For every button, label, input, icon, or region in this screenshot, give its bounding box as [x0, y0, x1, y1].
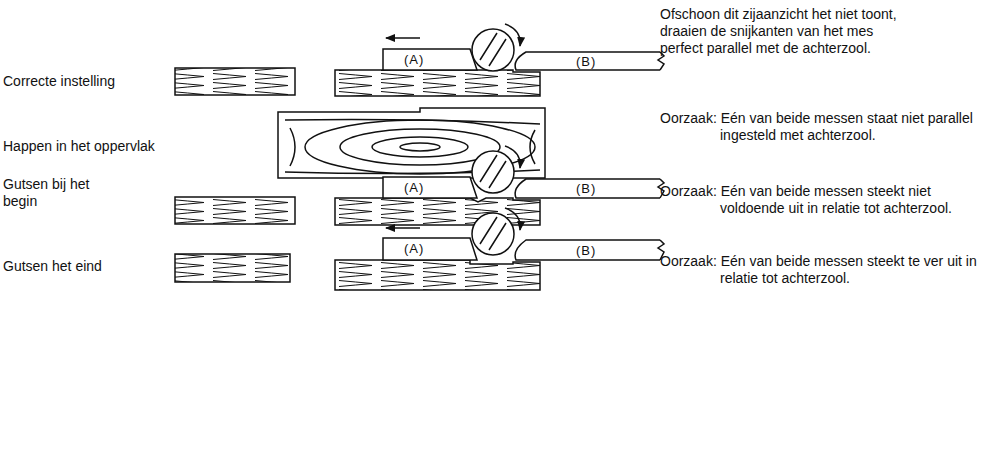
row-label: Happen in het oppervlak [3, 138, 268, 155]
table-callout: (A) [404, 180, 424, 195]
cause-note: Oorzaak: Eén van beide messen steekt nie… [660, 183, 990, 217]
row-label: Correcte instelling [3, 73, 173, 90]
row-label: Gutsen bij het begin [3, 176, 118, 210]
table-callout: (A) [404, 241, 424, 256]
table-callout: (B) [576, 243, 596, 258]
row-label: Gutsen het eind [3, 258, 173, 275]
table-callout: (A) [404, 52, 424, 67]
table-callout: (B) [576, 54, 596, 69]
cause-note: Oorzaak: Eén van beide messen steekt te … [660, 253, 990, 287]
note-text: Ofschoon dit zijaanzicht het niet toont,… [660, 6, 915, 57]
table-callout: (B) [576, 181, 596, 196]
cause-note: Oorzaak: Eén van beide messen staat niet… [660, 110, 990, 144]
